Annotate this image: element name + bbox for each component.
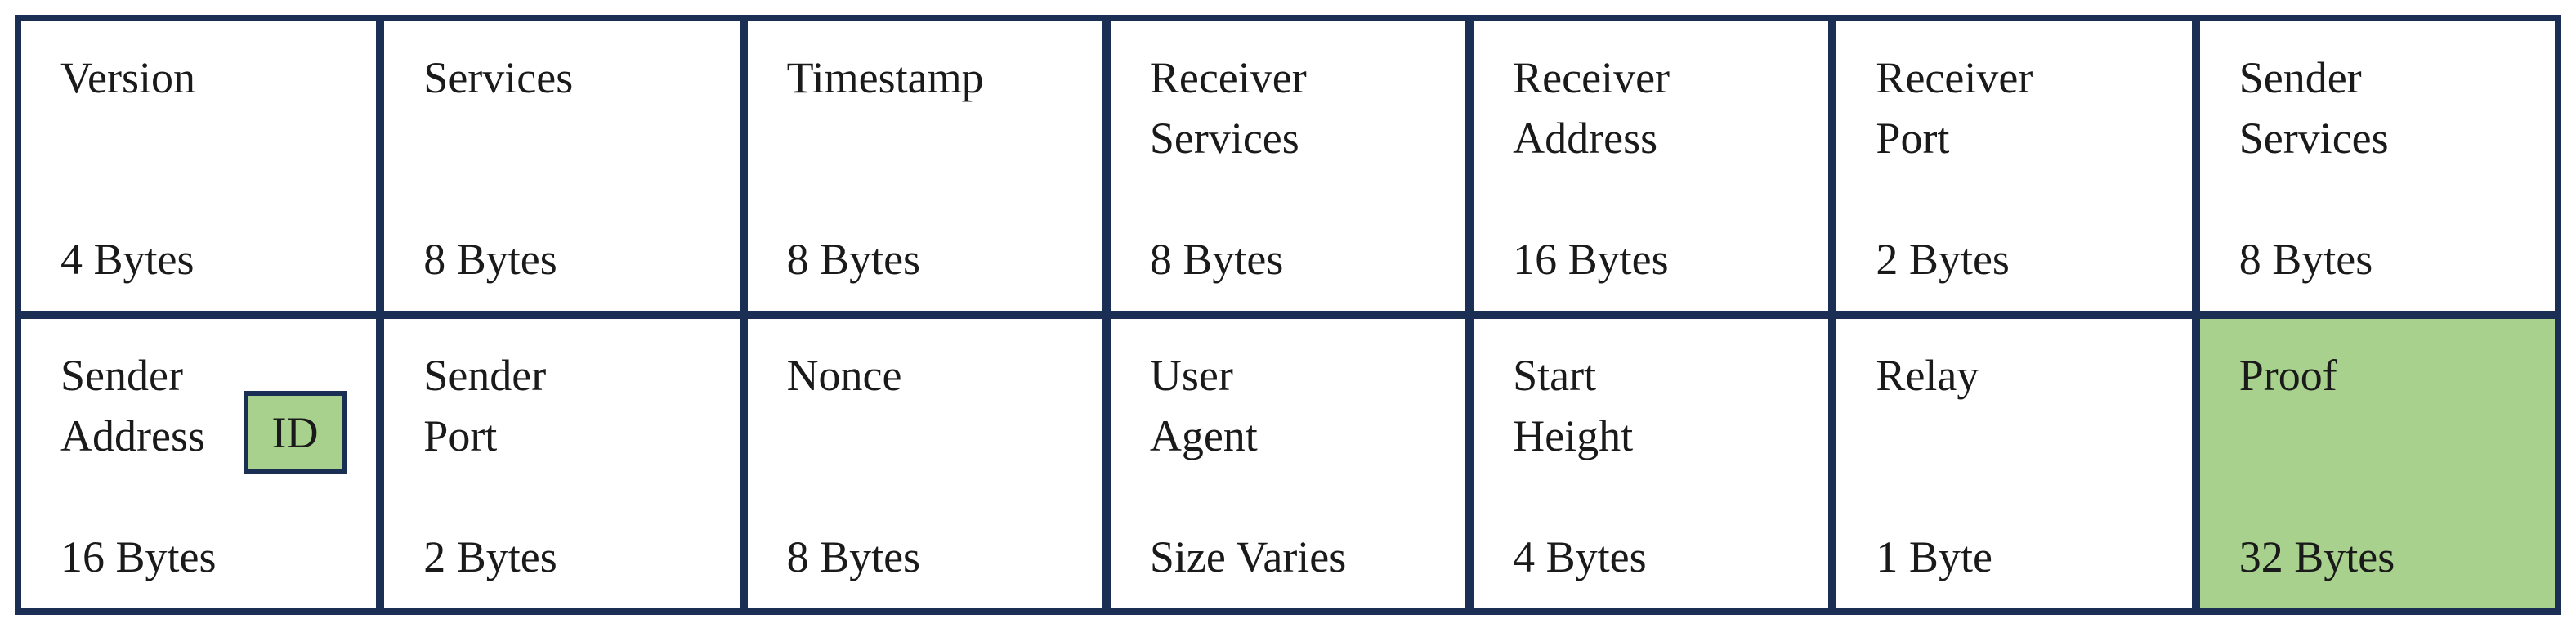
field-size: 1 Byte <box>1876 532 1992 581</box>
field-size: 2 Bytes <box>423 532 557 581</box>
field-name: Timestamp <box>786 53 984 102</box>
field-name: Start Height <box>1513 351 1634 460</box>
field-size: 8 Bytes <box>786 235 921 284</box>
field-size: 8 Bytes <box>2238 235 2373 284</box>
field-services: Services 8 Bytes <box>384 21 740 311</box>
field-sender-services: Sender Services 8 Bytes <box>2199 21 2555 311</box>
field-receiver-port: Receiver Port 2 Bytes <box>1836 21 2192 311</box>
field-size: 2 Bytes <box>1876 235 2010 284</box>
field-name: Receiver Services <box>1149 53 1307 163</box>
field-relay: Relay 1 Byte <box>1836 319 2192 608</box>
field-receiver-services: Receiver Services 8 Bytes <box>1110 21 1466 311</box>
field-name: Services <box>423 53 574 102</box>
field-sender-port: Sender Port 2 Bytes <box>384 319 740 608</box>
field-name: Sender Services <box>2238 53 2389 163</box>
field-size: 8 Bytes <box>1149 235 1284 284</box>
field-name: Receiver Address <box>1513 53 1670 163</box>
field-sender-address: Sender Address ID 16 Bytes <box>21 319 377 608</box>
field-size: 32 Bytes <box>2238 532 2395 581</box>
field-name: Receiver Port <box>1876 53 2033 163</box>
id-badge: ID <box>244 391 347 474</box>
field-size: 16 Bytes <box>60 532 217 581</box>
field-name: Version <box>60 53 195 102</box>
field-size: 4 Bytes <box>60 235 195 284</box>
field-nonce: Nonce 8 Bytes <box>747 319 1102 608</box>
field-version: Version 4 Bytes <box>21 21 377 311</box>
field-receiver-address: Receiver Address 16 Bytes <box>1474 21 1829 311</box>
field-name: Sender Address <box>60 351 205 460</box>
message-field-grid: Version 4 Bytes Services 8 Bytes Timesta… <box>15 15 2561 615</box>
field-name: User Agent <box>1149 351 1258 460</box>
field-user-agent: User Agent Size Varies <box>1110 319 1466 608</box>
field-proof: Proof 32 Bytes <box>2199 319 2555 608</box>
field-timestamp: Timestamp 8 Bytes <box>747 21 1102 311</box>
field-start-height: Start Height 4 Bytes <box>1474 319 1829 608</box>
field-name: Nonce <box>786 351 902 400</box>
field-size: 8 Bytes <box>786 532 921 581</box>
field-size: Size Varies <box>1149 532 1347 581</box>
field-name: Sender Port <box>423 351 547 460</box>
field-size: 16 Bytes <box>1513 235 1669 284</box>
field-name: Relay <box>1876 351 1979 400</box>
field-size: 8 Bytes <box>423 235 557 284</box>
field-name: Proof <box>2238 351 2337 400</box>
field-size: 4 Bytes <box>1513 532 1647 581</box>
